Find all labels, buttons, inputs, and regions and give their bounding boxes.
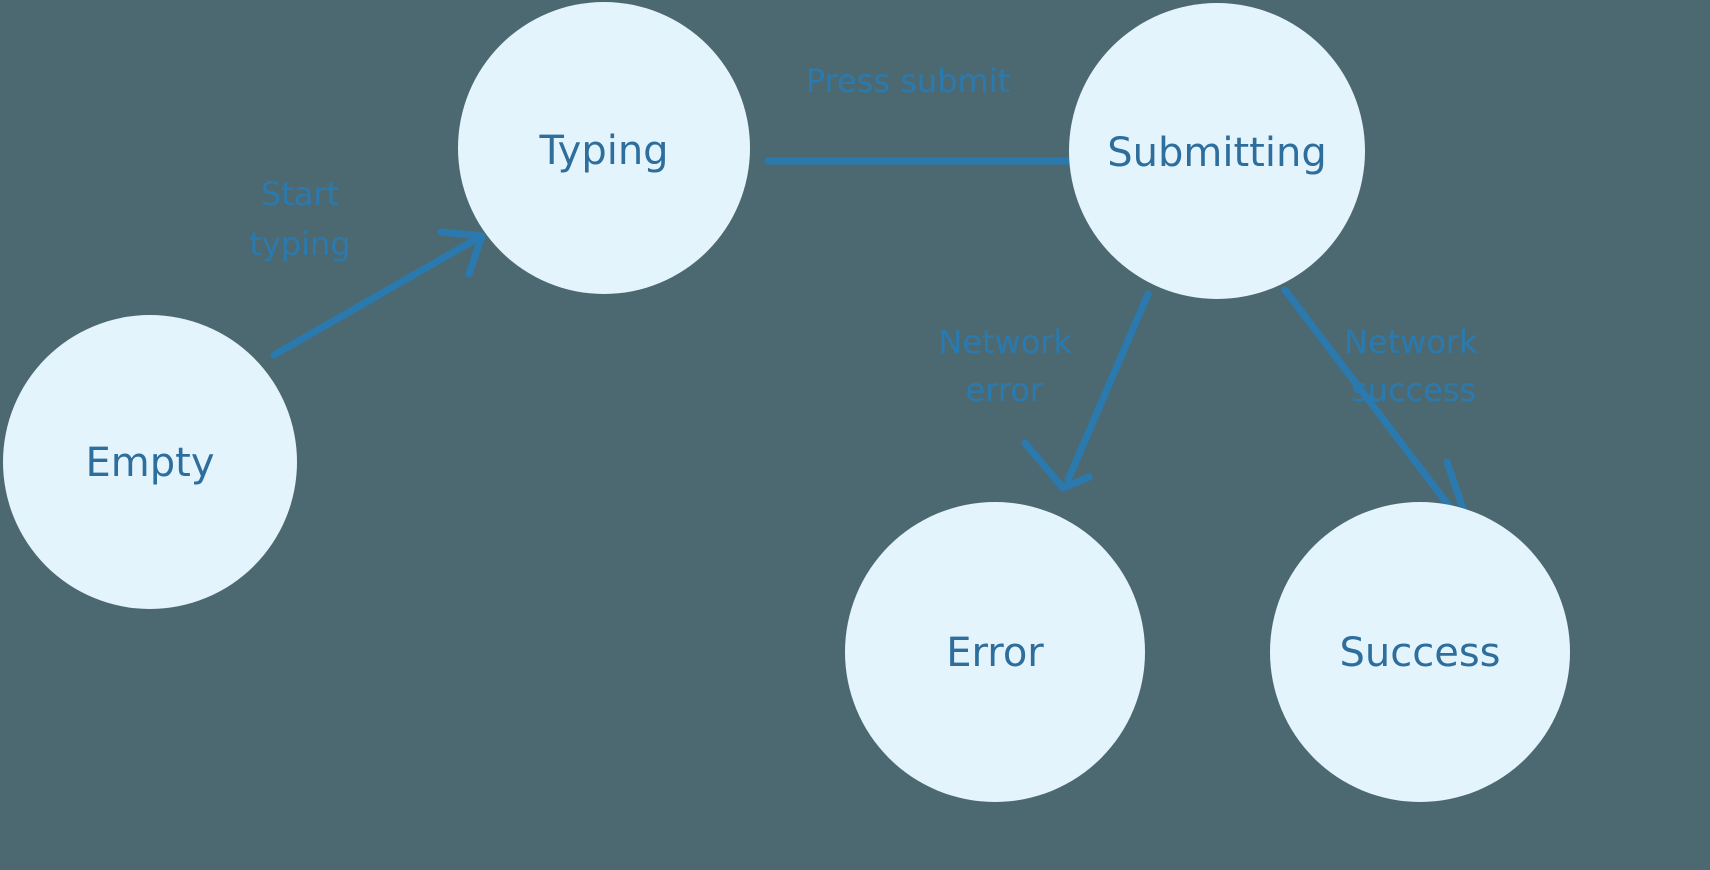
edge-submitting-to-error [1021,290,1152,492]
state-node-submitting-label: Submitting [1107,130,1326,176]
state-node-error[interactable]: Error [845,502,1145,802]
edge-label-submitting-to-success-line2: success [1351,371,1476,409]
state-node-error-circle[interactable] [845,502,1145,802]
state-node-success[interactable]: Success [1270,502,1570,802]
edge-label-typing-to-submitting-line1: Press submit [806,62,1010,100]
edge-label-submitting-to-error-line1: Network [938,323,1072,361]
edge-label-submitting-to-error: Network error [938,323,1072,409]
state-node-success-label: Success [1339,630,1500,676]
edge-submitting-to-error-arrowhead [1021,439,1093,492]
edge-empty-to-typing-arrowhead [437,228,486,278]
state-node-empty-label: Empty [86,440,215,486]
edge-label-typing-to-submitting: Press submit [806,62,1010,100]
edge-submitting-to-error-line [1064,290,1152,484]
edge-label-empty-to-typing-line1: Start [261,175,339,213]
state-node-empty-circle[interactable] [3,315,297,609]
edge-submitting-to-success-line [1281,286,1472,535]
edge-label-submitting-to-error-line2: error [966,371,1044,409]
edge-label-submitting-to-success-line1: Network [1344,323,1478,361]
state-node-typing[interactable]: Typing [458,2,750,294]
edge-label-submitting-to-success: Network success [1344,323,1478,409]
edge-label-empty-to-typing-line2: typing [249,225,350,263]
state-node-submitting-circle[interactable] [1069,3,1365,299]
state-node-error-label: Error [946,630,1044,676]
state-node-typing-circle[interactable] [458,2,750,294]
edge-label-empty-to-typing: Start typing [249,175,350,263]
state-node-submitting[interactable]: Submitting [1069,3,1365,299]
state-node-typing-label: Typing [538,128,668,174]
edge-empty-to-typing [270,228,486,359]
state-node-success-circle[interactable] [1270,502,1570,802]
state-node-empty[interactable]: Empty [3,315,297,609]
edge-empty-to-typing-line [270,234,482,359]
